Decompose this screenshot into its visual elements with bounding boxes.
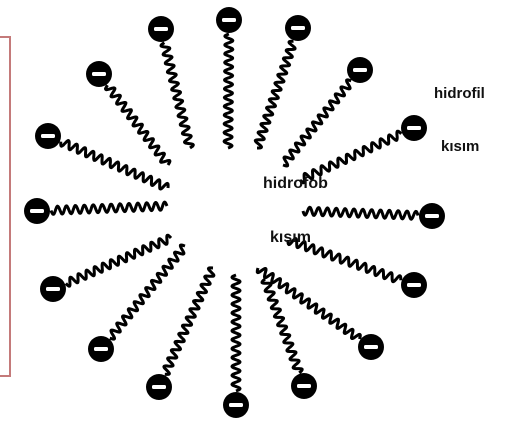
negative-charge-icon — [30, 209, 44, 213]
negative-charge-icon — [41, 134, 55, 138]
hydrophobic-tail — [162, 266, 216, 376]
negative-charge-icon — [222, 18, 236, 22]
surfactant-molecule — [223, 273, 249, 418]
hydrophobic-tail — [222, 32, 235, 150]
hydrophobic-tail — [159, 41, 195, 150]
hydrophilic-suffix-label: kısım — [441, 138, 480, 155]
negative-charge-icon — [364, 345, 378, 349]
frame-border — [0, 36, 11, 377]
surfactant-molecule — [24, 198, 169, 224]
hydrophobic-tail — [301, 205, 420, 221]
negative-charge-icon — [46, 287, 60, 291]
surfactant-molecule — [146, 266, 216, 400]
surfactant-molecule — [255, 267, 384, 360]
hydrophilic-label: hidrofil — [434, 85, 485, 102]
surfactant-molecule — [148, 16, 195, 150]
surfactant-molecule — [35, 123, 170, 191]
surfactant-molecule — [86, 61, 172, 166]
negative-charge-icon — [154, 27, 168, 31]
hydrophobic-label: hidrofob — [263, 175, 328, 192]
hydrophobic-tail — [104, 84, 172, 166]
surfactant-molecule — [286, 237, 427, 298]
negative-charge-icon — [94, 347, 108, 351]
hydrophobic-tail — [49, 200, 169, 216]
negative-charge-icon — [291, 26, 305, 30]
hydrophobic-tail — [59, 139, 170, 191]
surfactant-molecule — [282, 57, 373, 168]
hydrophobic-tail — [109, 243, 186, 341]
hydrophobic-suffix-label: kısım — [270, 229, 311, 246]
hydrophobic-tail — [253, 39, 297, 150]
surfactant-molecule — [301, 203, 445, 229]
surfactant-molecule — [40, 233, 173, 302]
negative-charge-icon — [152, 385, 166, 389]
hydrophobic-tail — [298, 129, 403, 185]
hydrophobic-tail — [286, 237, 403, 284]
hydrophobic-tail — [260, 277, 304, 374]
negative-charge-icon — [92, 72, 106, 76]
hydrophobic-tail — [282, 78, 352, 168]
hydrophobic-tail — [64, 233, 173, 288]
negative-charge-icon — [425, 214, 439, 218]
negative-charge-icon — [353, 68, 367, 72]
surfactant-molecule — [216, 7, 242, 150]
surfactant-molecule — [298, 115, 427, 185]
negative-charge-icon — [407, 126, 421, 130]
surfactant-molecules — [24, 7, 445, 418]
surfactant-molecule — [260, 277, 317, 399]
surfactant-molecule — [88, 243, 186, 362]
negative-charge-icon — [407, 283, 421, 287]
negative-charge-icon — [297, 384, 311, 388]
hydrophobic-tail — [255, 267, 362, 340]
surfactant-molecule — [253, 15, 311, 150]
hydrophobic-tail — [230, 273, 242, 393]
negative-charge-icon — [229, 403, 243, 407]
